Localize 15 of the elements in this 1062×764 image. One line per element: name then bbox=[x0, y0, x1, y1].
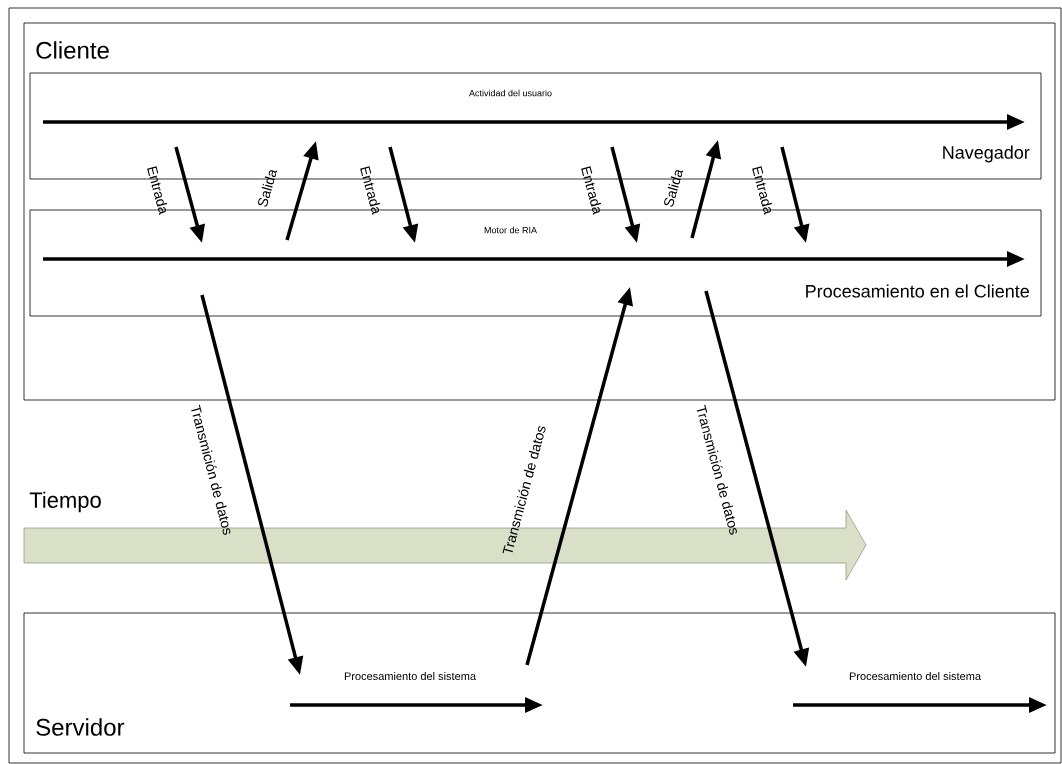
timeline-title: Tiempo bbox=[29, 491, 101, 513]
group-title: Cliente bbox=[36, 41, 109, 59]
edge-label: Entrada bbox=[360, 166, 381, 215]
band-name: Navegador bbox=[943, 145, 1030, 163]
edge-label: Entrada bbox=[147, 166, 168, 215]
process-label: Procesamiento del sistema bbox=[849, 671, 981, 681]
edge-label: Salida bbox=[258, 170, 278, 207]
band-title: Motor de RIA bbox=[484, 226, 537, 234]
edge-label: Entrada bbox=[581, 166, 602, 215]
group-title: Servidor bbox=[36, 718, 125, 736]
edge-label: Entrada bbox=[752, 166, 773, 215]
band-title: Actividad del usuario bbox=[469, 89, 552, 97]
edge-label: Salida bbox=[664, 170, 684, 207]
band-name: Procesamiento en el Cliente bbox=[806, 284, 1029, 298]
process-label: Procesamiento del sistema bbox=[344, 671, 476, 681]
